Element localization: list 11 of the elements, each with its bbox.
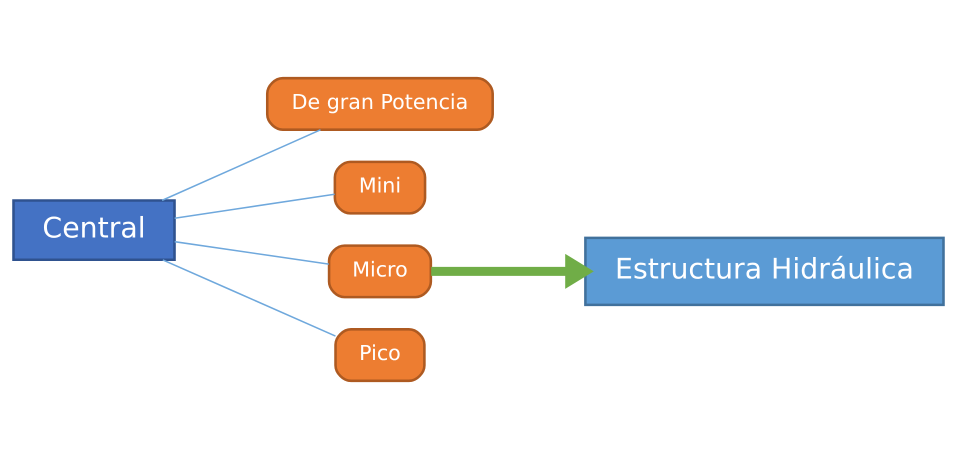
node-box: Mini (334, 160, 426, 214)
connector (162, 128, 321, 201)
connector (174, 240, 329, 264)
node-box: Central (12, 198, 176, 261)
node-box: Micro (328, 244, 432, 298)
arrow (431, 253, 594, 288)
connector (174, 192, 335, 218)
node-box: De gran Potencia (266, 76, 494, 130)
connector (162, 258, 336, 336)
node-box: Pico (334, 328, 426, 382)
node-box: Estructura Hidráulica (584, 236, 945, 306)
